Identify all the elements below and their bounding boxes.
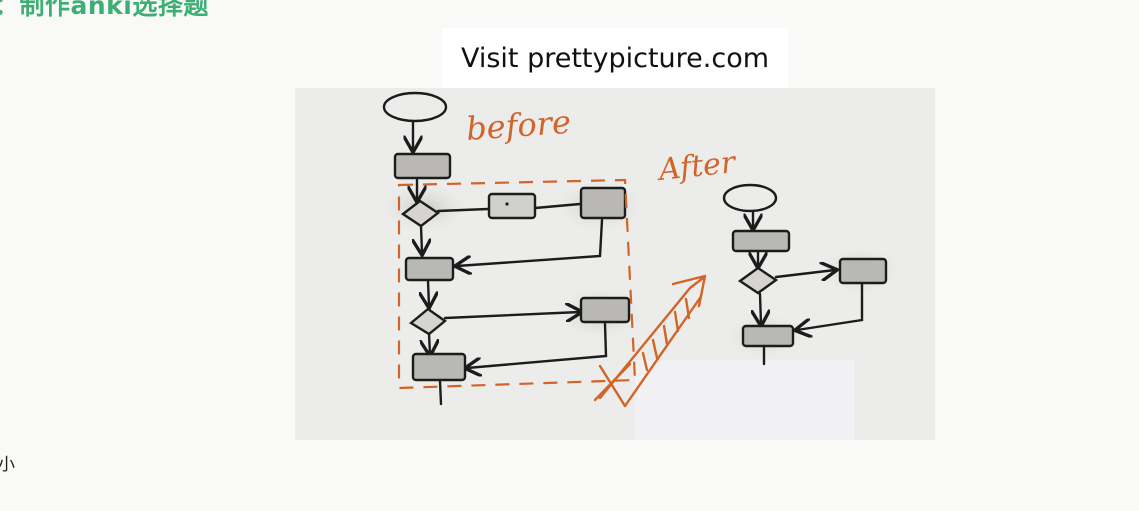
after-label: After	[654, 145, 738, 188]
flowchart-illustration: before After	[295, 88, 935, 440]
caption-text: 小	[0, 455, 15, 475]
transform-arrow	[593, 274, 707, 408]
before-label: before	[465, 103, 572, 148]
process-box	[411, 352, 467, 382]
process-box	[741, 324, 795, 348]
decision-diamond	[400, 199, 441, 228]
process-box	[731, 229, 791, 253]
process-box	[393, 152, 452, 180]
process-box	[487, 192, 537, 220]
decision-diamond	[408, 307, 447, 336]
after-diagram	[722, 183, 888, 366]
watermark-text: Visit prettypicture.com	[460, 42, 770, 74]
process-box	[838, 257, 888, 285]
process-box	[404, 256, 455, 282]
watermark-banner: Visit prettypicture.com	[442, 28, 788, 88]
before-diagram	[382, 91, 631, 406]
start-oval	[382, 91, 448, 123]
flowchart-sketch: before After	[382, 91, 896, 440]
decision-diamond	[737, 266, 779, 295]
blank-patch	[635, 360, 855, 440]
process-box	[579, 296, 631, 324]
before-dashed-frame	[397, 178, 637, 390]
start-oval	[722, 183, 778, 213]
section-heading: ：制作anki选择题	[0, 0, 209, 20]
process-box	[579, 186, 627, 220]
